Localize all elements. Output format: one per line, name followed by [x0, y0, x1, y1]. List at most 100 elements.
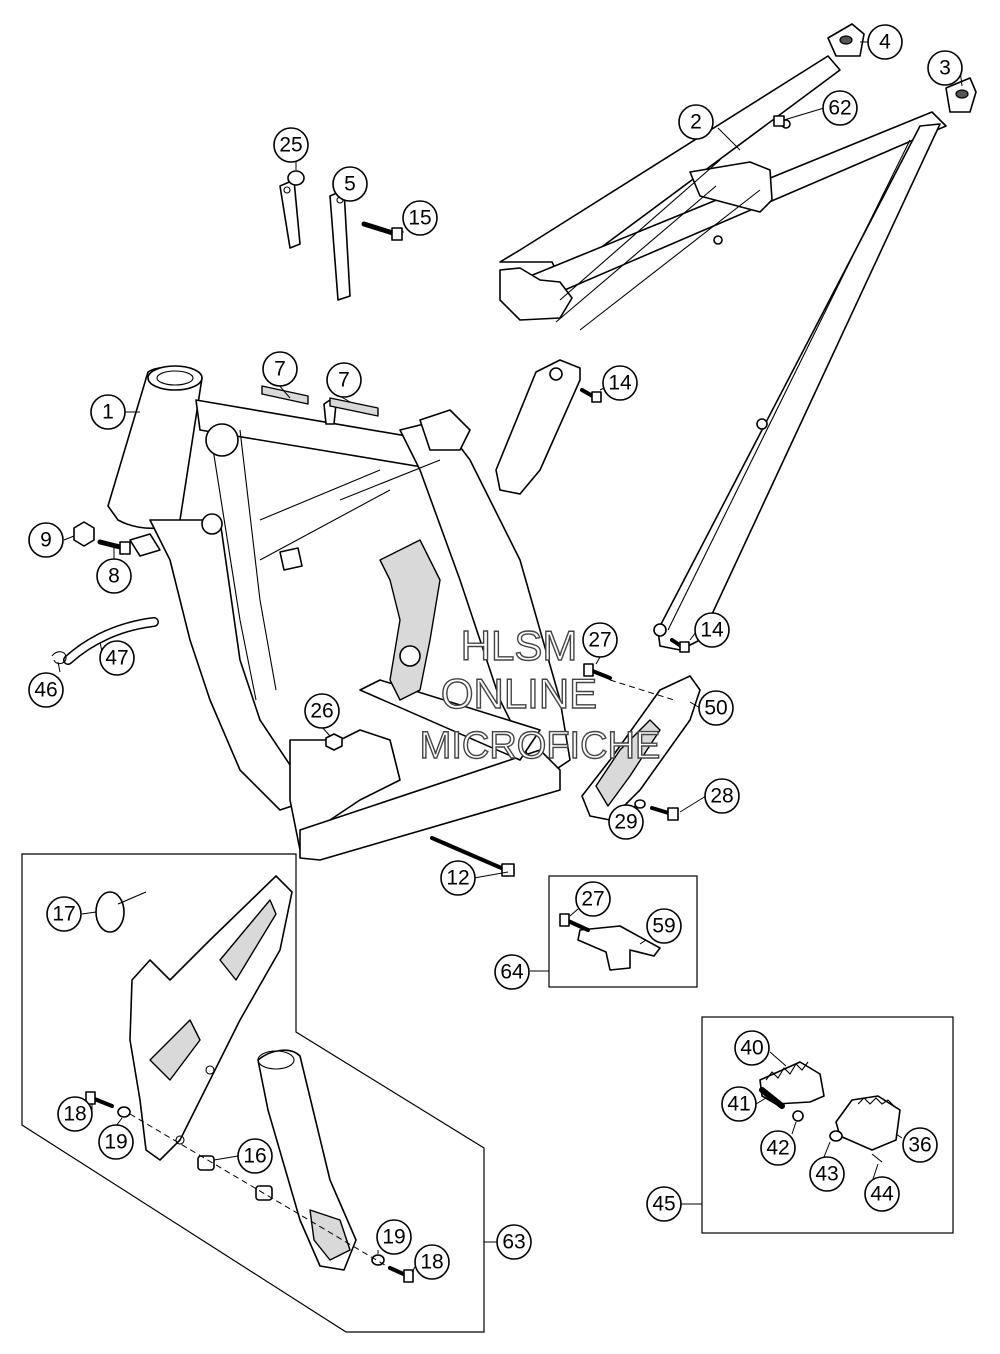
cap-3-part[interactable]	[945, 77, 977, 113]
svg-text:43: 43	[815, 1163, 838, 1186]
svg-text:1: 1	[102, 401, 114, 424]
callout-36: 36	[902, 1127, 938, 1163]
leader-lines	[57, 41, 963, 1273]
svg-text:27: 27	[581, 888, 604, 911]
nut-25-part[interactable]	[287, 170, 305, 186]
callout-27b: 27	[575, 881, 611, 917]
svg-text:27: 27	[588, 629, 611, 652]
screw-28-part[interactable]	[650, 806, 679, 821]
svg-text:7: 7	[338, 369, 350, 392]
svg-text:18: 18	[63, 1103, 86, 1126]
group-box-45	[680, 1016, 954, 1234]
cotter-pin-44-part[interactable]	[871, 1153, 883, 1163]
svg-text:46: 46	[34, 679, 57, 702]
callout-41: 41	[721, 1086, 757, 1122]
callout-46: 46	[28, 672, 64, 708]
svg-text:15: 15	[408, 207, 431, 230]
watermark-line-3: MICROFICHE	[420, 725, 661, 767]
callout-7a: 7	[262, 351, 298, 387]
cable-tie-17-part[interactable]	[95, 891, 147, 933]
screw-18b-part[interactable]	[388, 1266, 414, 1283]
watermark-line-1: HLSM	[461, 622, 578, 669]
screw-14b-part[interactable]	[670, 638, 690, 653]
callout-42: 42	[760, 1130, 796, 1166]
svg-text:28: 28	[710, 785, 733, 808]
group-box-63	[21, 853, 498, 1333]
callout-2: 2	[678, 104, 714, 140]
footpeg-36-part[interactable]	[835, 1095, 901, 1151]
callout-14a: 14	[602, 365, 638, 401]
bracket-5-part[interactable]	[279, 179, 351, 301]
callout-40: 40	[734, 1030, 770, 1066]
washer-19a-part[interactable]	[117, 1106, 131, 1118]
screw-18a-part[interactable]	[85, 1091, 114, 1108]
assembly-line-27	[609, 679, 675, 701]
svg-text:59: 59	[652, 915, 675, 938]
callout-7b: 7	[326, 362, 362, 398]
callout-63: 63	[496, 1224, 532, 1260]
callout-5: 5	[332, 166, 368, 202]
washer-29-part[interactable]	[634, 799, 646, 809]
shield-7a-part	[261, 385, 309, 405]
svg-text:2: 2	[690, 111, 702, 134]
svg-text:47: 47	[105, 647, 128, 670]
callout-50: 50	[698, 690, 734, 726]
main-frame-part[interactable]	[107, 365, 571, 861]
callout-59: 59	[646, 908, 682, 944]
svg-text:17: 17	[52, 903, 75, 926]
callout-19b: 19	[376, 1219, 412, 1255]
cap-4-part[interactable]	[827, 23, 865, 57]
guide-59-part[interactable]	[577, 925, 661, 971]
frame-protector-left-part[interactable]	[129, 875, 293, 1161]
spacer-16a-part[interactable]	[197, 1155, 215, 1171]
subframe-part[interactable]	[495, 55, 947, 651]
screw-27b-part[interactable]	[559, 913, 590, 932]
callout-44: 44	[864, 1176, 900, 1212]
svg-text:16: 16	[243, 1145, 266, 1168]
callout-45: 45	[646, 1186, 682, 1222]
footpeg-40-part[interactable]	[759, 1061, 825, 1105]
screw-15-part[interactable]	[361, 221, 403, 241]
callout-64: 64	[494, 954, 530, 990]
callout-25: 25	[273, 127, 309, 163]
callout-29: 29	[608, 804, 644, 840]
screw-27a-part[interactable]	[583, 663, 612, 680]
screw-62-part[interactable]	[773, 115, 785, 127]
clip-46-part[interactable]	[51, 651, 67, 665]
svg-text:8: 8	[108, 565, 120, 588]
screw-14a-part[interactable]	[580, 388, 602, 403]
svg-text:4: 4	[879, 31, 891, 54]
callout-18b: 18	[414, 1244, 450, 1280]
svg-text:40: 40	[740, 1037, 763, 1060]
svg-text:14: 14	[700, 619, 724, 642]
callout-18a: 18	[57, 1096, 93, 1132]
frame-protector-right-part[interactable]	[257, 1049, 357, 1271]
callout-12: 12	[440, 860, 476, 896]
spring-42-part[interactable]	[792, 1110, 804, 1122]
bolt-8-part[interactable]	[97, 539, 131, 555]
svg-text:9: 9	[40, 529, 52, 552]
svg-text:50: 50	[704, 697, 727, 720]
pin-41-part[interactable]	[759, 1087, 785, 1109]
callout-15: 15	[402, 200, 438, 236]
svg-text:18: 18	[420, 1251, 443, 1274]
nut-9-part[interactable]	[73, 521, 95, 547]
svg-text:3: 3	[939, 57, 951, 80]
watermark: HLSM ONLINE MICROFICHE	[419, 621, 661, 767]
svg-text:64: 64	[500, 961, 524, 984]
hose-47-part[interactable]	[63, 617, 159, 665]
callout-27a: 27	[582, 622, 618, 658]
svg-text:41: 41	[727, 1093, 750, 1116]
svg-text:19: 19	[382, 1226, 405, 1249]
svg-text:63: 63	[502, 1231, 525, 1254]
callout-16: 16	[237, 1138, 273, 1174]
callout-62: 62	[822, 90, 858, 126]
svg-text:45: 45	[652, 1193, 675, 1216]
svg-text:62: 62	[828, 97, 851, 120]
callout-14b: 14	[694, 612, 730, 648]
nut-26-part[interactable]	[325, 733, 343, 751]
callout-43: 43	[809, 1156, 845, 1192]
washer-43-part[interactable]	[829, 1130, 843, 1142]
callout-4: 4	[867, 24, 903, 60]
svg-text:14: 14	[608, 372, 632, 395]
